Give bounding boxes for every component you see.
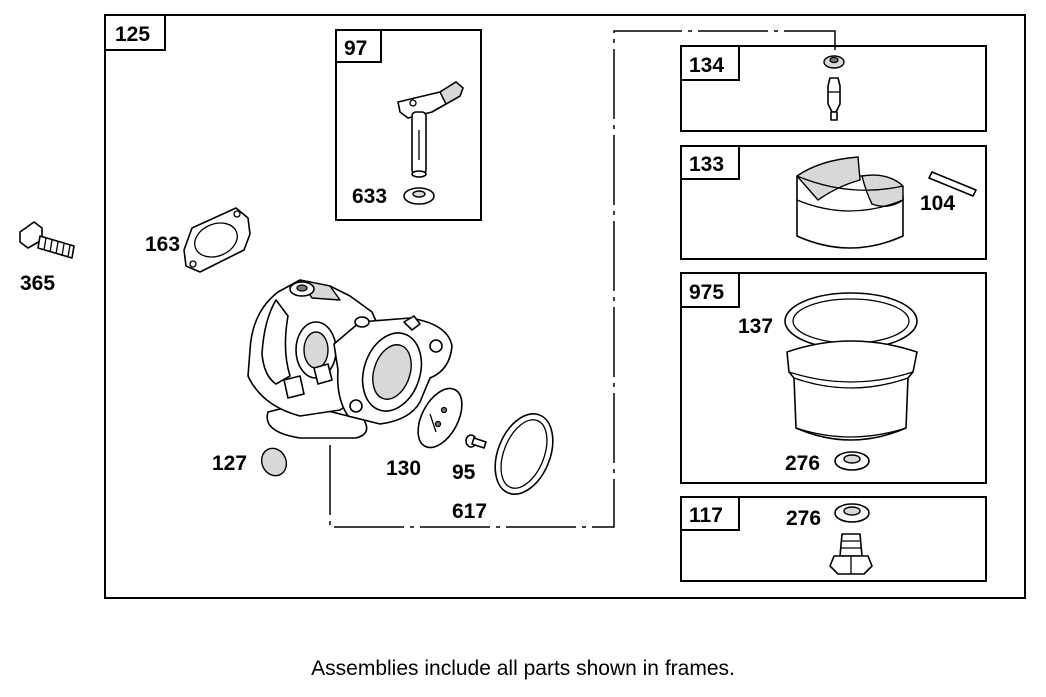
screw-95-part <box>465 434 487 449</box>
bowl-nut-part <box>829 533 873 575</box>
o-ring-617-part <box>494 413 554 495</box>
footnote: Assemblies include all parts shown in fr… <box>311 657 735 680</box>
washer-633 <box>403 187 435 205</box>
callout-163: 163 <box>145 233 180 256</box>
callout-130: 130 <box>386 457 421 480</box>
frame-label-125: 125 <box>115 23 150 46</box>
callout-276-bowl: 276 <box>785 452 820 475</box>
callout-95: 95 <box>452 461 476 484</box>
callout-633: 633 <box>352 185 387 208</box>
frame-133: 133 <box>680 145 987 260</box>
callout-617: 617 <box>452 500 487 523</box>
frame-117: 117 <box>680 496 987 582</box>
inlet-needle-part <box>823 55 845 121</box>
washer-276-bowl <box>834 451 870 471</box>
callout-276-bolt: 276 <box>786 507 821 530</box>
gasket-163-part <box>183 207 251 273</box>
throttle-plate-130-part <box>417 387 463 449</box>
choke-shaft-part <box>397 81 464 178</box>
carburetor-body-part <box>247 279 453 439</box>
washer-276-bolt <box>834 503 870 523</box>
plug-127-part <box>260 447 288 477</box>
callout-104: 104 <box>920 192 955 215</box>
frame-125: 125 <box>104 14 1026 599</box>
float-pin-part <box>928 171 977 197</box>
frame-label-134: 134 <box>689 54 724 77</box>
frame-label-133: 133 <box>689 153 724 176</box>
frame-label-117: 117 <box>689 504 723 527</box>
bolt-365-part <box>19 221 75 259</box>
frame-134: 134 <box>680 45 987 132</box>
callout-365: 365 <box>20 272 55 295</box>
float-part <box>796 156 904 249</box>
float-bowl-part <box>784 292 918 441</box>
frame-975: 975 <box>680 272 987 484</box>
frame-label-975: 975 <box>689 281 724 304</box>
frame-label-97: 97 <box>344 37 367 60</box>
callout-127: 127 <box>212 452 247 475</box>
callout-137: 137 <box>738 315 773 338</box>
frame-97: 97 <box>335 29 482 221</box>
connector-line <box>329 30 836 528</box>
